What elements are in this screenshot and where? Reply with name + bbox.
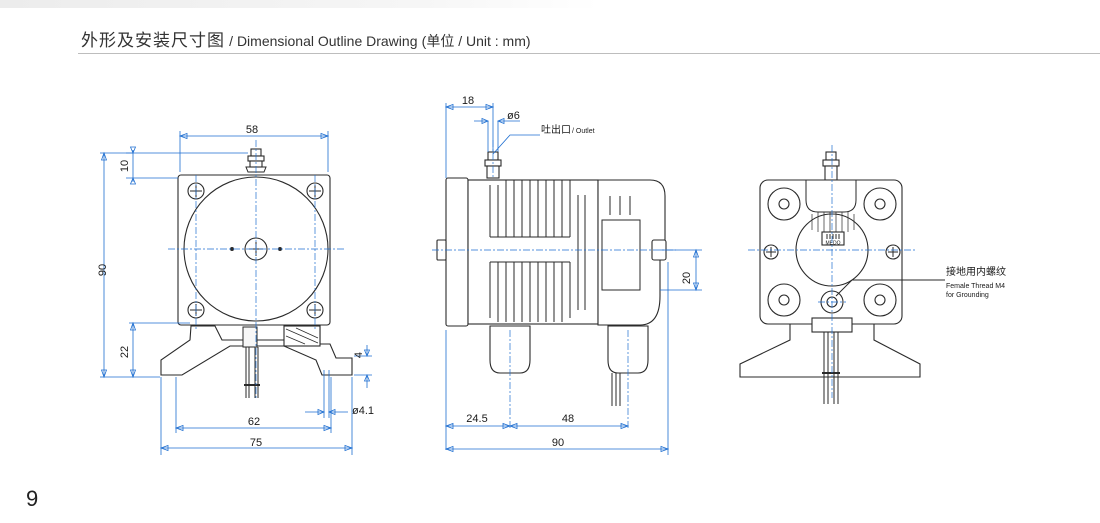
dim-label-10: 10 bbox=[119, 160, 131, 172]
dim-arrows-58 bbox=[178, 132, 330, 140]
dim-label-side-90: 90 bbox=[552, 437, 564, 449]
rear-wire-sleeve bbox=[822, 372, 840, 374]
dim-label-62: 62 bbox=[248, 416, 260, 428]
front-dot-left bbox=[230, 247, 234, 251]
side-view: 18 ø6 吐出口/ Outlet 20 24.5 48 90 bbox=[432, 95, 702, 455]
rear-wires bbox=[823, 332, 839, 404]
dim-label-90: 90 bbox=[97, 264, 109, 276]
dim-line-hole bbox=[305, 370, 348, 418]
rear-base bbox=[739, 323, 921, 378]
title-divider bbox=[78, 53, 1100, 54]
rear-nipple-stem bbox=[824, 165, 838, 181]
dim-line-10 bbox=[126, 150, 248, 182]
ground-label-zh: 接地用内螺纹 bbox=[946, 265, 1006, 278]
side-rib bbox=[577, 195, 586, 310]
header-band bbox=[0, 0, 600, 8]
dim-arrows-90 bbox=[100, 151, 108, 379]
rear-logo-mark bbox=[826, 234, 840, 239]
page-title: 外形及安装尺寸图 / Dimensional Outline Drawing (… bbox=[81, 26, 531, 51]
dim-arrows-10 bbox=[129, 146, 137, 185]
page-number: 9 bbox=[26, 486, 39, 511]
dim-arrows-18 bbox=[444, 103, 495, 111]
rear-screw-right-cross bbox=[888, 247, 898, 257]
dim-line-4 bbox=[354, 345, 372, 388]
dim-label-48: 48 bbox=[562, 413, 574, 425]
rear-fins bbox=[811, 212, 855, 232]
dim-line-side-90 bbox=[446, 262, 669, 455]
dim-arrows-o6 bbox=[481, 117, 505, 125]
title-unit: (单位 / Unit : mm) bbox=[421, 33, 531, 49]
dim-arrows-20 bbox=[692, 248, 700, 292]
dim-arrows-side-90 bbox=[444, 445, 670, 453]
dim-arrows-22 bbox=[129, 321, 137, 379]
front-terminal-hatch bbox=[285, 327, 319, 345]
side-wires bbox=[611, 373, 621, 406]
dim-arrows-48 bbox=[444, 422, 630, 430]
front-wires bbox=[245, 347, 259, 398]
dim-arrows-4 bbox=[363, 349, 371, 382]
front-dot-right bbox=[278, 247, 282, 251]
front-view: 58 10 90 22 4 ø4.1 62 75 bbox=[97, 124, 374, 455]
dim-label-20: 20 bbox=[681, 272, 693, 284]
rear-nipple-top bbox=[825, 151, 837, 161]
title-zh: 外形及安装尺寸图 bbox=[81, 31, 225, 50]
dim-label-hole: ø4.1 bbox=[352, 405, 374, 417]
side-fins-top bbox=[489, 180, 571, 238]
rear-view: MEDO 接地用内螺纹 Female Thread M4 for Groundi… bbox=[739, 145, 1006, 404]
dim-label-18: 18 bbox=[462, 95, 474, 107]
side-fins-bottom bbox=[489, 261, 571, 322]
dim-label-o6: ø6 bbox=[507, 110, 520, 122]
dim-line-22 bbox=[129, 322, 190, 377]
dim-arrows-hole bbox=[317, 408, 336, 416]
dim-line-58 bbox=[179, 131, 329, 172]
ground-label-en-2: for Grounding bbox=[946, 292, 989, 299]
outlet-label: 吐出口/ Outlet bbox=[541, 123, 595, 136]
dim-label-4: 4 bbox=[353, 352, 365, 358]
rear-corner-bosses bbox=[767, 187, 897, 317]
front-wire-sleeve bbox=[244, 384, 260, 386]
dim-label-24-5: 24.5 bbox=[466, 413, 487, 425]
dim-label-75: 75 bbox=[250, 437, 262, 449]
outlet-label-en: / Outlet bbox=[572, 128, 595, 135]
rear-top-notch bbox=[805, 180, 857, 213]
dim-line-90 bbox=[100, 152, 160, 378]
dim-label-22: 22 bbox=[119, 346, 131, 358]
rear-logo-text: MEDO bbox=[826, 241, 841, 247]
side-motor-slots bbox=[609, 196, 631, 215]
side-end-plate bbox=[445, 177, 469, 327]
dim-line-75 bbox=[160, 377, 353, 455]
outlet-label-zh: 吐出口 bbox=[541, 123, 571, 136]
dim-line-18 bbox=[445, 103, 494, 178]
dim-label-58: 58 bbox=[246, 124, 258, 136]
title-en: / Dimensional Outline Drawing bbox=[229, 33, 418, 49]
ground-label-en-1: Female Thread M4 bbox=[946, 283, 1005, 290]
rear-screw-left-cross bbox=[766, 247, 776, 257]
side-motor-window bbox=[601, 219, 641, 291]
dim-arrows-75 bbox=[159, 444, 354, 452]
outlet-leader bbox=[492, 134, 540, 155]
dim-line-48 bbox=[445, 330, 628, 450]
ground-leader bbox=[835, 279, 945, 297]
dim-line-o6 bbox=[474, 120, 520, 152]
front-cable-clamp bbox=[242, 326, 258, 348]
rear-nipple-ring bbox=[822, 159, 840, 167]
front-nipple-base bbox=[245, 166, 267, 173]
dim-line-62 bbox=[175, 377, 332, 433]
dim-arrows-62 bbox=[174, 424, 333, 432]
